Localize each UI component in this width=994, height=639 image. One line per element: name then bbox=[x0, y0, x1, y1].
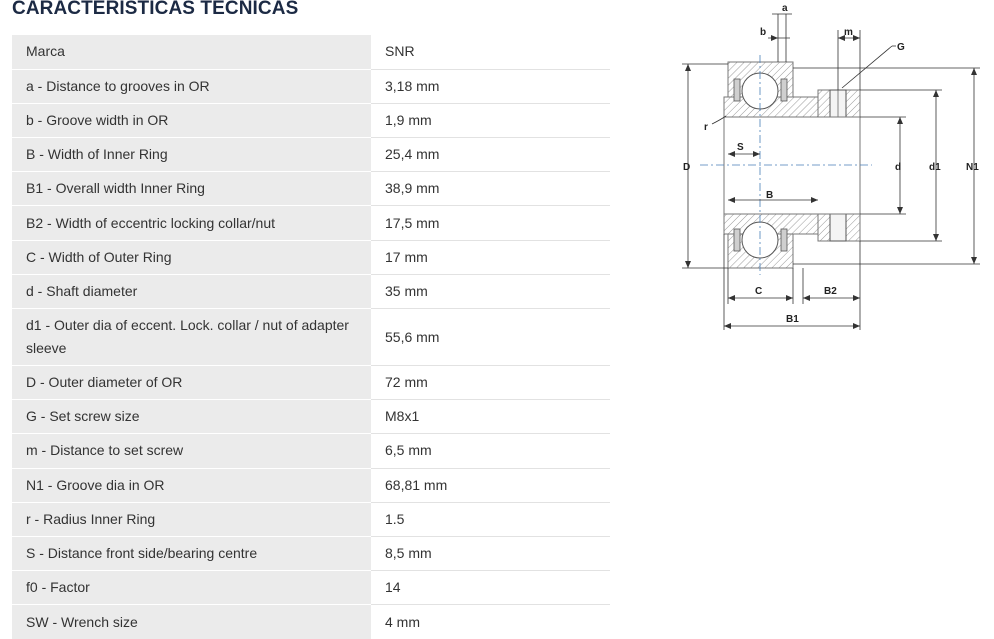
spec-value: 25,4 mm bbox=[371, 137, 610, 173]
spec-value: M8x1 bbox=[371, 399, 610, 435]
spec-value: 8,5 mm bbox=[371, 536, 610, 572]
spec-value: SNR bbox=[371, 35, 610, 70]
spec-value: 17,5 mm bbox=[371, 205, 610, 241]
spec-label: d - Shaft diameter bbox=[12, 274, 371, 310]
label-c: C bbox=[755, 286, 762, 297]
label-b2: B2 bbox=[824, 286, 837, 297]
spec-label: B - Width of Inner Ring bbox=[12, 137, 371, 173]
spec-label: N1 - Groove dia in OR bbox=[12, 468, 371, 503]
spec-label: f0 - Factor bbox=[12, 570, 371, 606]
spec-label: m - Distance to set screw bbox=[12, 433, 371, 469]
spec-value: 14 bbox=[371, 570, 610, 606]
spec-label: G - Set screw size bbox=[12, 399, 371, 435]
spec-value: 1.5 bbox=[371, 502, 610, 537]
spec-label: B2 - Width of eccentric locking collar/n… bbox=[12, 205, 371, 241]
spec-row: B2 - Width of eccentric locking collar/n… bbox=[12, 205, 610, 241]
spec-label: r - Radius Inner Ring bbox=[12, 502, 371, 537]
spec-value: 38,9 mm bbox=[371, 171, 610, 207]
spec-value: 35 mm bbox=[371, 274, 610, 310]
section-title: CARACTERÍSTICAS TÉCNICAS bbox=[12, 0, 299, 19]
label-b1: B1 bbox=[786, 314, 799, 325]
spec-label: d1 - Outer dia of eccent. Lock. collar /… bbox=[12, 308, 371, 366]
bearing-diagram: a b m G r S B D d d1 N1 C B2 B1 bbox=[682, 3, 980, 330]
spec-label: a - Distance to grooves in OR bbox=[12, 69, 371, 104]
spec-label: SW - Wrench size bbox=[12, 604, 371, 639]
spec-label: S - Distance front side/bearing centre bbox=[12, 536, 371, 572]
spec-value: 72 mm bbox=[371, 365, 610, 401]
label-outer-d: D bbox=[683, 162, 690, 173]
spec-value: 68,81 mm bbox=[371, 468, 610, 503]
label-d: d bbox=[895, 162, 901, 173]
spec-row: d1 - Outer dia of eccent. Lock. collar /… bbox=[12, 308, 610, 366]
spec-value: 55,6 mm bbox=[371, 308, 610, 366]
spec-value: 6,5 mm bbox=[371, 433, 610, 469]
label-inner-b: B bbox=[766, 190, 773, 201]
set-screw-bottom bbox=[829, 213, 847, 242]
label-r: r bbox=[704, 122, 708, 133]
spec-label: C - Width of Outer Ring bbox=[12, 240, 371, 275]
spec-value: 3,18 mm bbox=[371, 69, 610, 104]
label-m: m bbox=[844, 27, 853, 38]
spec-label: Marca bbox=[12, 35, 371, 70]
spec-label: D - Outer diameter of OR bbox=[12, 365, 371, 401]
label-g: G bbox=[897, 42, 905, 53]
spec-label: B1 - Overall width Inner Ring bbox=[12, 171, 371, 207]
label-n1: N1 bbox=[966, 162, 979, 173]
label-b: b bbox=[760, 27, 766, 38]
label-s: S bbox=[737, 142, 744, 153]
label-a: a bbox=[782, 3, 788, 14]
spec-value: 4 mm bbox=[371, 604, 610, 639]
spec-value: 17 mm bbox=[371, 240, 610, 275]
spec-value: 1,9 mm bbox=[371, 103, 610, 139]
label-d1: d1 bbox=[929, 162, 941, 173]
spec-label: b - Groove width in OR bbox=[12, 103, 371, 139]
